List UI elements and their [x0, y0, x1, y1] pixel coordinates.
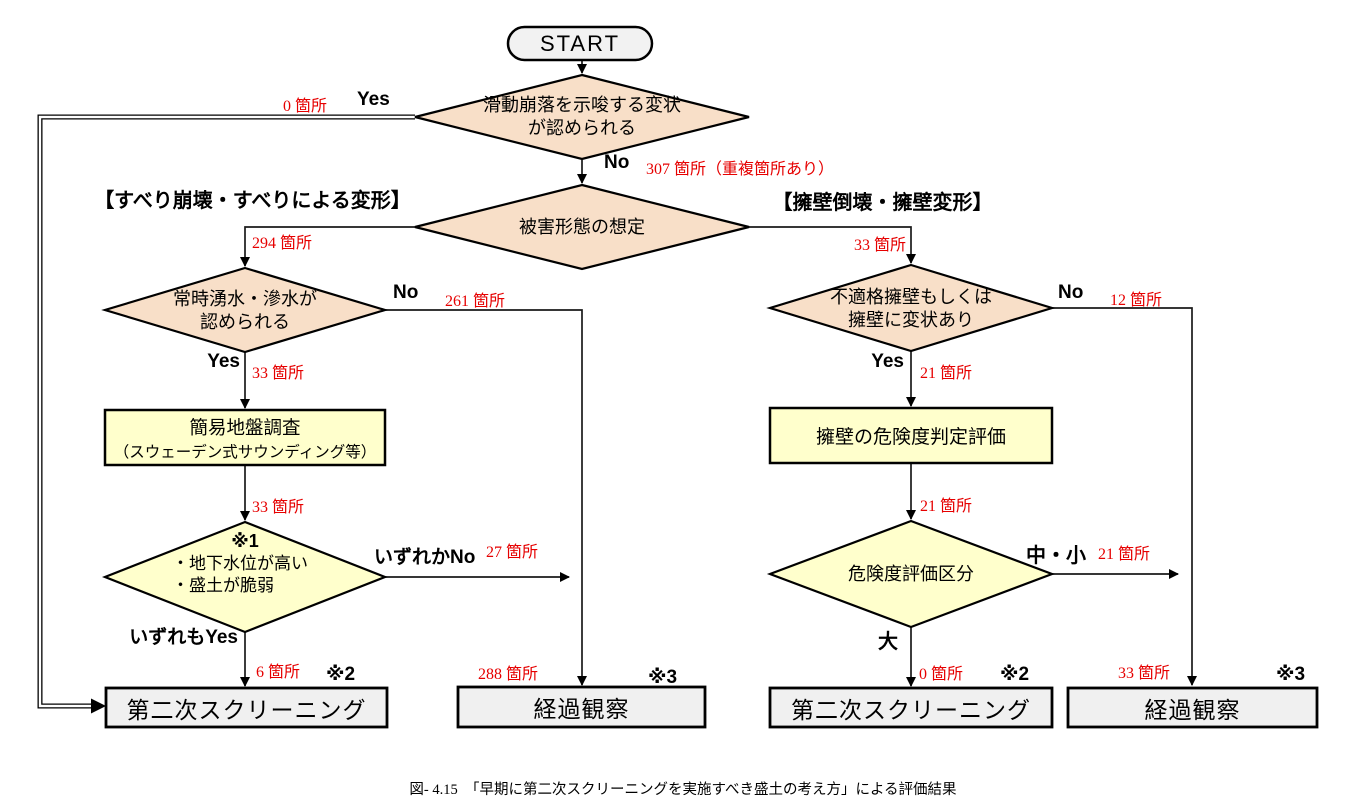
refmark-screening-right: ※2 [1000, 664, 1030, 685]
branch-header-left: 【すべり崩壊・すべりによる変形】 [94, 190, 411, 212]
action-ground-survey: 簡易地盤調査 （スウェーデン式サウンディング等） [105, 410, 385, 465]
decision-slide-deform-text: 滑動崩落を示唆する変状 が認められる [483, 95, 681, 138]
label-risk-midsmall: 中・小 [1026, 545, 1086, 567]
label-wall-no: No [1058, 282, 1084, 303]
figure-caption: 図- 4.15 「早期に第二次スクリーニングを実施すべき盛土の考え方」による評価… [409, 782, 957, 798]
start-node-shape [506, 25, 654, 62]
decision-criteria-note: ※1 [231, 531, 259, 551]
count-criteria-yes: 6 箇所 [256, 664, 301, 681]
label-criteria-yes: いずれもYes [129, 627, 238, 648]
result-observation-right-shape [1066, 686, 1319, 729]
decision-slide-deform-shape [414, 73, 750, 161]
action-wall-risk-eval-shape [768, 406, 1054, 465]
start-node-label: START [539, 30, 621, 56]
count-risk-large: 0 箇所 [919, 666, 964, 683]
label-wall-yes: Yes [871, 351, 904, 372]
count-to-wall: 33 箇所 [853, 237, 906, 254]
result-screening-right-shape [768, 686, 1054, 729]
count-survey-out: 33 箇所 [252, 499, 305, 516]
count-observation-left-in: 288 箇所 [478, 666, 539, 683]
count-to-seepage: 294 箇所 [252, 235, 313, 252]
refmark-observation-right: ※3 [1276, 664, 1306, 685]
decision-wall-check-shape [766, 263, 1056, 353]
count-d1-yes: 0 箇所 [283, 98, 328, 115]
label-seepage-yes: Yes [207, 351, 240, 372]
decision-wall-check-text: 不適格擁壁もしくは 擁壁に変状あり [830, 287, 992, 330]
decision-risk-class-shape [766, 519, 1056, 629]
edge-wall-no-to-observation [1052, 307, 1197, 686]
count-d1-no: 307 箇所（重複箇所あり） [646, 161, 835, 178]
label-criteria-no: いずれかNo [374, 547, 476, 568]
result-screening-left-text: 第二次スクリーニング [126, 696, 367, 723]
decision-damage-mode-shape [414, 183, 750, 271]
decision-seepage-shape [101, 266, 389, 354]
result-observation-right-text: 経過観察 [1144, 696, 1241, 723]
refmark-observation-left: ※3 [648, 667, 678, 688]
label-d1-yes: Yes [357, 89, 390, 110]
count-risk-midsmall: 21 箇所 [1098, 546, 1151, 563]
decision-criteria-text: ・地下水位が高い ・盛土が脆弱 [172, 554, 308, 596]
decision-damage-mode-text: 被害形態の想定 [519, 217, 645, 237]
edge-d2-to-seepage [240, 226, 415, 267]
count-criteria-no: 27 箇所 [486, 544, 539, 561]
decision-risk-class-text: 危険度評価区分 [848, 564, 974, 584]
count-observation-right-in: 33 箇所 [1118, 665, 1171, 682]
label-seepage-no: No [393, 282, 419, 303]
decision-seepage-text: 常時湧水・滲水が 認められる [173, 289, 317, 332]
count-seepage-no: 261 箇所 [445, 293, 506, 310]
label-risk-large: 大 [878, 631, 898, 653]
refmark-screening-left: ※2 [326, 664, 356, 685]
edge-d2-to-wall [749, 226, 916, 264]
branch-header-right: 【擁壁倒壊・擁壁変形】 [772, 192, 993, 214]
action-wall-risk-eval-text: 擁壁の危険度判定評価 [815, 427, 1006, 448]
result-screening-right-text: 第二次スクリーニング [791, 696, 1031, 723]
result-screening-left-shape [104, 686, 389, 729]
decision-criteria-shape [101, 520, 389, 634]
action-ground-survey-line2: （スウェーデン式サウンディング等） [113, 443, 377, 461]
count-seepage-yes: 33 箇所 [252, 365, 305, 382]
count-risk-in: 21 箇所 [920, 498, 973, 515]
edge-d1-yes-return-inner [38, 115, 415, 708]
count-wall-no: 12 箇所 [1110, 292, 1163, 309]
edge-seepage-no-to-observation [385, 309, 587, 686]
action-ground-survey-line1: 簡易地盤調査 [189, 416, 301, 438]
edge-d1-yes-return-arrowhead [91, 698, 106, 714]
result-observation-left-text: 経過観察 [533, 696, 630, 722]
count-wall-yes: 21 箇所 [920, 365, 973, 382]
action-ground-survey-shape [103, 408, 387, 467]
result-observation-left-shape [456, 685, 707, 729]
label-d1-no: No [604, 152, 630, 173]
